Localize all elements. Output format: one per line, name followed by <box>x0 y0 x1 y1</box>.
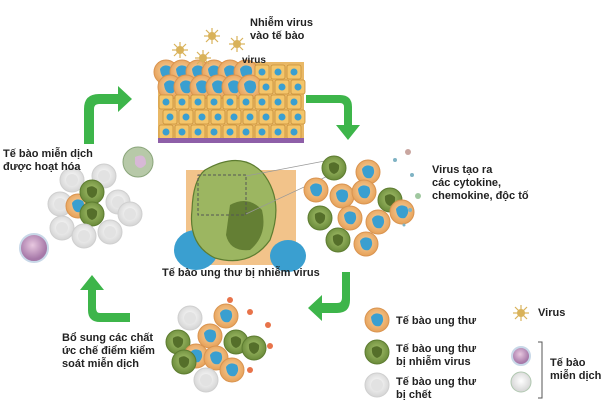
legend-immune-icon-2 <box>510 371 532 393</box>
epithelial-cell <box>254 94 270 110</box>
epithelial-cell <box>178 109 194 125</box>
epithelial-cell <box>158 124 174 140</box>
legend-dead-label: Tế bào ung thư bị chết <box>396 376 477 401</box>
virus-label: virus <box>242 55 266 66</box>
epithelium-tissue <box>153 59 306 143</box>
step-infection-label: Nhiễm virus vào tế bào <box>250 17 313 42</box>
legend-infected-label: Tế bào ung thư bị nhiễm virus <box>396 343 477 368</box>
legend-virus-label: Virus <box>538 307 566 319</box>
step-checkpoint-label: Bổ sung các chất ức chế điểm kiểm soát m… <box>62 332 155 370</box>
legend-cancer-label: Tế bào ung thư <box>396 315 477 327</box>
epithelial-cell <box>238 124 254 140</box>
epithelial-cell <box>254 124 270 140</box>
cell-cluster-immune <box>19 146 154 263</box>
epithelial-cell <box>194 109 210 125</box>
epithelial-cell <box>238 94 254 110</box>
arrow-checkpoint-to-immune <box>80 275 130 322</box>
epithelial-cell <box>290 109 306 125</box>
epithelial-cell <box>290 79 306 95</box>
step-cytokines-label: Virus tạo ra các cytokine, chemokine, độ… <box>432 164 529 202</box>
cell-cluster-checkpoint <box>165 297 273 393</box>
epithelial-cell <box>190 124 206 140</box>
epithelial-cell <box>222 124 238 140</box>
infected-cell-closeup <box>174 159 331 272</box>
legend-cancer-icon <box>364 307 390 333</box>
cell-cluster-cytokines <box>303 149 421 257</box>
epithelial-cell <box>270 124 286 140</box>
step-immune-label: Tế bào miễn dịch được hoạt hóa <box>3 148 93 173</box>
epithelial-cell <box>270 94 286 110</box>
epithelial-cell <box>242 109 258 125</box>
arrow-cytokines-to-checkpoint <box>308 272 350 321</box>
legend-bracket <box>538 341 543 399</box>
epithelial-cell <box>274 79 290 95</box>
epithelial-cell <box>206 124 222 140</box>
epithelial-cell <box>258 109 274 125</box>
epithelial-cell <box>258 79 274 95</box>
epithelial-cell <box>174 124 190 140</box>
center-label: Tế bào ung thư bị nhiễm virus <box>162 267 320 279</box>
legend-virus-icon <box>512 304 530 322</box>
legend-immune-icon <box>511 346 531 366</box>
epithelial-cell <box>158 94 174 110</box>
epithelial-cell <box>210 109 226 125</box>
epithelial-cell <box>286 94 302 110</box>
epithelial-cell <box>274 109 290 125</box>
epithelial-cell <box>226 109 242 125</box>
arrow-infection-to-cytokines <box>306 95 360 140</box>
legend-dead-icon <box>364 372 390 398</box>
legend-immune-label: Tế bào miễn dịch <box>550 357 602 382</box>
epithelial-cell <box>286 64 302 80</box>
arrow-immune-to-infection <box>84 86 132 144</box>
epithelial-cell <box>162 109 178 125</box>
legend-icons <box>364 304 543 399</box>
epithelial-cell <box>206 94 222 110</box>
legend-infected-icon <box>364 339 390 365</box>
epithelial-cell <box>286 124 302 140</box>
epithelial-cell <box>190 94 206 110</box>
epithelial-cell <box>222 94 238 110</box>
epithelial-cell <box>270 64 286 80</box>
epithelial-cell <box>174 94 190 110</box>
